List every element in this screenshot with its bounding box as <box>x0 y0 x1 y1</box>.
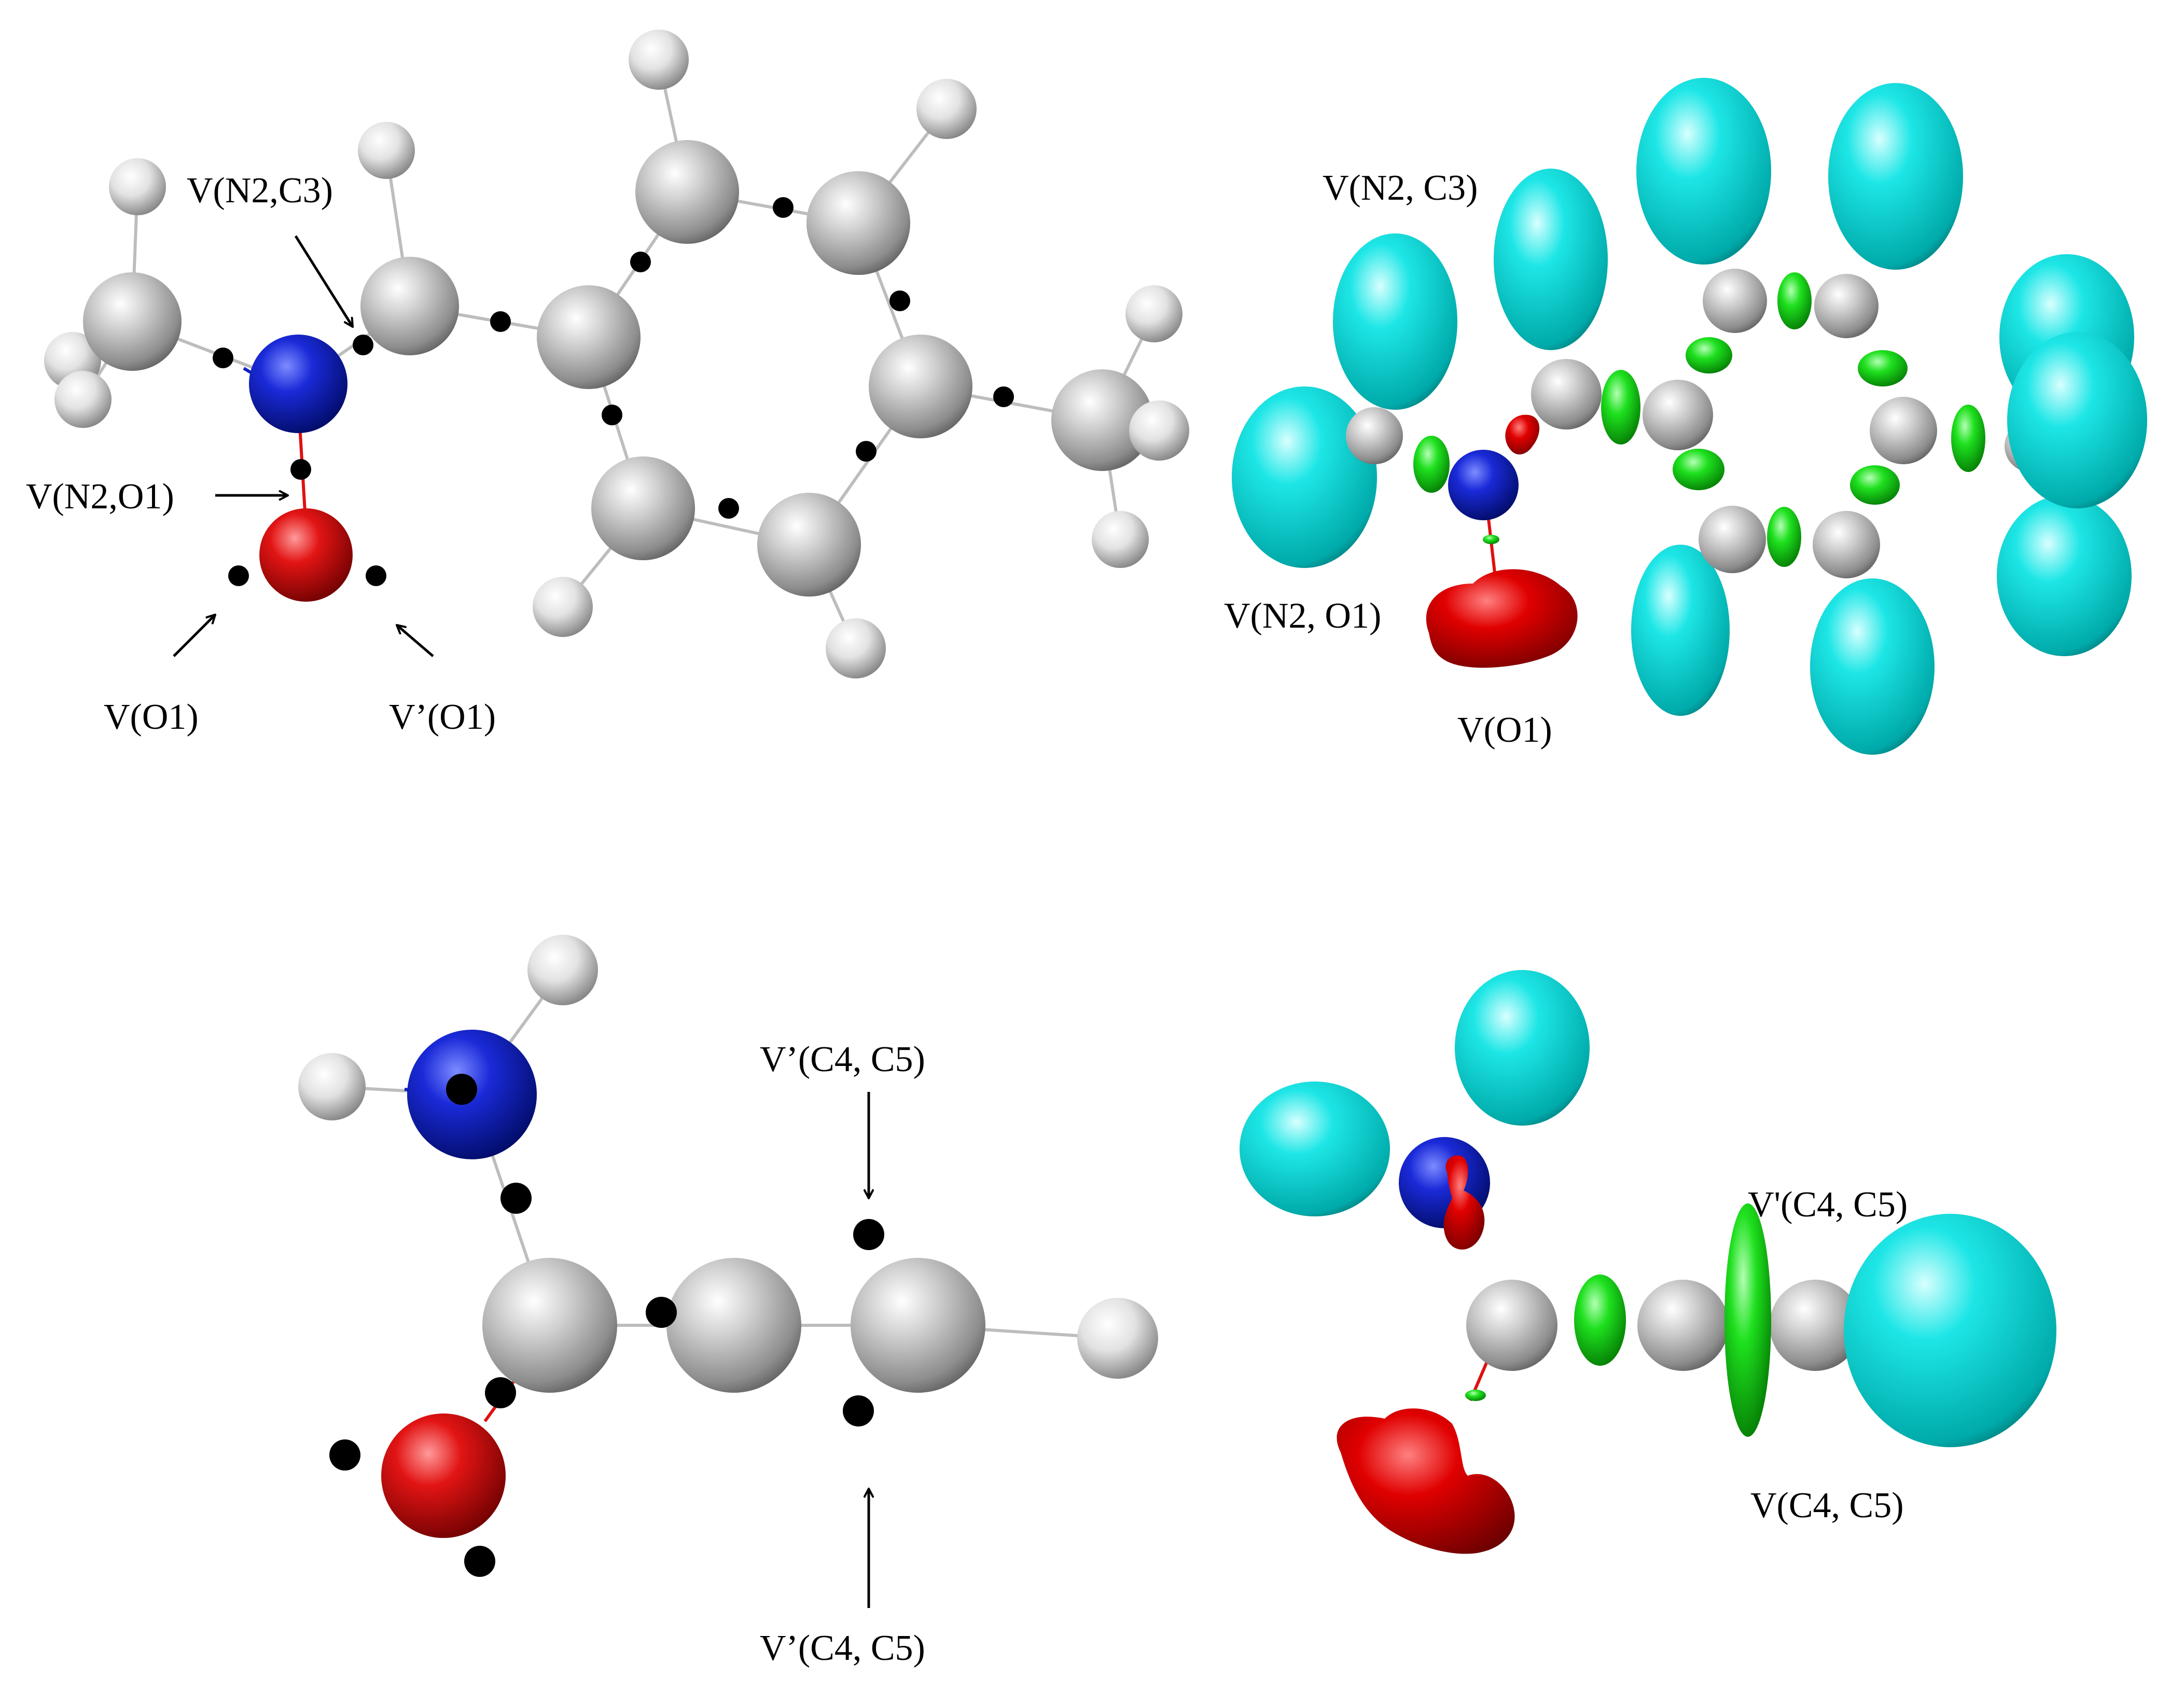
atoms <box>44 30 1189 678</box>
carbon-atom <box>1870 397 1937 464</box>
hydrogen-basin <box>1455 970 1590 1126</box>
hydrogen-atom <box>527 935 598 1005</box>
carbon-atom <box>757 493 861 597</box>
oxygen-atom <box>381 1413 506 1538</box>
hydrogen-atom <box>916 79 977 139</box>
carbon-atom <box>1703 269 1767 333</box>
label-v-n2-c3: V(N2,C3) <box>187 171 333 211</box>
hydrogen-atom <box>1077 1298 1158 1379</box>
label-v-n2-o1: V(N2,O1) <box>26 477 174 517</box>
panel-bottom-right-elf: V'(C4, C5) V(C4, C5) <box>1240 970 2056 1554</box>
hydrogen-basin <box>2007 332 2147 508</box>
label-v-c4-c5: V(C4, C5) <box>1750 1486 1904 1526</box>
label-v-n2-c3: V(N2, C3) <box>1323 168 1478 208</box>
carbon-atom <box>1346 407 1403 464</box>
panel-top-left-molecule: V(N2,C3) V(N2,O1) V(O1) V’(O1) <box>26 30 1189 737</box>
label-v-o1: V(O1) <box>104 697 199 737</box>
hydrogen-basin <box>1333 233 1457 410</box>
carbon-atom <box>591 456 695 560</box>
hydrogen-basin <box>1997 495 2132 656</box>
carbon-atom-c5 <box>851 1258 985 1393</box>
label-v-o1: V(O1) <box>1457 710 1552 750</box>
carbon-atom-c3 <box>360 257 459 355</box>
hydrogen-atom <box>533 577 593 637</box>
hydrogen-basin <box>1494 169 1608 350</box>
attractors <box>329 1074 884 1577</box>
carbon-atom <box>869 335 972 438</box>
lone-pair-basins <box>1337 1155 1515 1554</box>
hydrogen-basin <box>1810 578 1935 755</box>
panel-top-right-elf: V(N2, C3) V(N2, O1) V(O1) <box>1224 78 2147 755</box>
lone-pair-basins <box>1426 414 1578 668</box>
carbon-atom <box>482 1258 617 1393</box>
carbon-atom <box>1814 274 1879 338</box>
label-v-prime-c4-c5: V'(C4, C5) <box>1748 1185 1908 1225</box>
label-v-prime-c4-c5-top: V’(C4, C5) <box>760 1039 925 1079</box>
label-v-n2-o1: V(N2, O1) <box>1224 596 1381 636</box>
hydrogen-atom <box>1125 285 1183 342</box>
hydrogen-basin <box>1844 1214 2056 1447</box>
label-v-prime-o1: V’(O1) <box>389 697 496 737</box>
carbon-atom <box>1643 380 1713 450</box>
carbon-atom <box>635 140 739 244</box>
hydrogen-atom <box>54 371 112 428</box>
hydrogen-atom <box>358 122 415 179</box>
panel-bottom-left-molecule: V’(C4, C5) V’(C4, C5) <box>298 935 1158 1668</box>
hydrogen-basin <box>1232 386 1377 568</box>
hydrogen-atom <box>826 618 886 678</box>
carbon-atom-c4 <box>1637 1280 1729 1371</box>
carbon-atom-c5 <box>1770 1280 1861 1371</box>
attractors <box>213 197 1014 586</box>
carbon-atom <box>1466 1280 1557 1371</box>
hydrogen-basin <box>1240 1082 1390 1216</box>
carbon-atom-c4 <box>666 1258 801 1393</box>
hydrogen-atom <box>629 30 689 90</box>
carbon-atom-methyl <box>83 272 182 371</box>
hydrogen-atom <box>1092 511 1149 568</box>
carbon-atom <box>537 285 641 389</box>
nitrogen-atom <box>1448 450 1519 520</box>
carbon-atom <box>1699 506 1766 573</box>
nitrogen-atom <box>249 335 347 433</box>
carbon-atom <box>1813 511 1880 578</box>
carbon-atom <box>806 171 910 275</box>
hydrogen-basin <box>1828 83 1963 270</box>
hydrogen-atom <box>109 158 166 215</box>
bond-basins <box>1465 1203 1771 1437</box>
bond-basins <box>1413 272 1985 567</box>
oxygen-atom <box>259 508 353 602</box>
label-v-prime-c4-c5-bottom: V’(C4, C5) <box>760 1628 925 1668</box>
hydrogen-atom <box>298 1053 366 1120</box>
carbon-atom <box>1531 359 1602 429</box>
carbon-atom-methyl <box>1051 369 1153 471</box>
arrows <box>173 235 434 657</box>
hydrogen-basin <box>1636 78 1771 265</box>
hydrogen-atom <box>1129 400 1189 461</box>
hydrogen-basin <box>1631 545 1730 716</box>
